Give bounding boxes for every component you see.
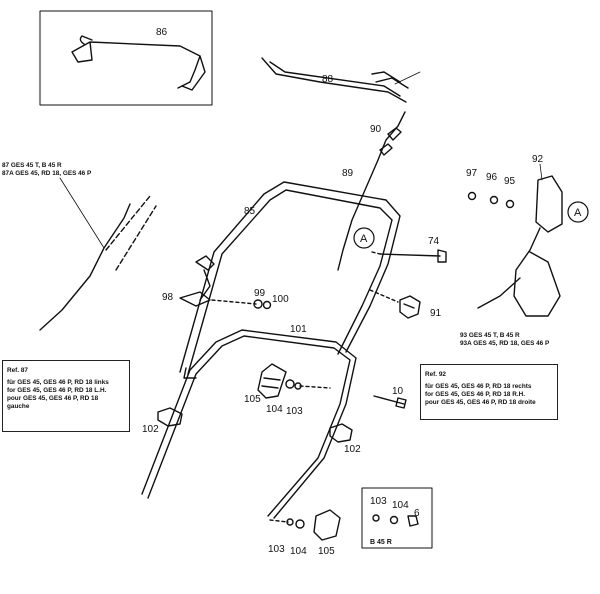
washer-104-lower <box>295 519 305 529</box>
switch-92 <box>535 175 563 233</box>
leader-92 <box>539 163 543 181</box>
dashed-line-103-middle <box>299 385 331 389</box>
ref-92-line-2: for GES 45, GES 46 P, RD 18 R.H. <box>425 391 526 398</box>
marker-a-right-circle <box>567 201 589 223</box>
label-92: 92 <box>532 154 544 165</box>
marker-a-left: A <box>360 233 368 245</box>
label-104-lower: 104 <box>290 546 307 557</box>
label-103-lower: 103 <box>268 544 285 555</box>
label-90: 90 <box>370 124 382 135</box>
inset-frame-86 <box>39 10 213 106</box>
clip-102-left <box>157 407 183 427</box>
washer-97 <box>467 191 477 201</box>
note-87: 87 GES 45 T, B 45 R 87A GES 45, RD 18, G… <box>2 162 122 178</box>
ref-87-title: Ref. 87 <box>7 367 28 374</box>
label-105-lower: 105 <box>318 546 335 557</box>
washer-103-inset <box>372 514 380 522</box>
washer-103-lower <box>286 518 294 526</box>
nut-6-inset <box>407 515 419 527</box>
dashed-line-lower <box>269 519 289 523</box>
label-103-inset: 103 <box>370 496 387 507</box>
ref-92-line-3: pour GES 45, GES 46 P, RD 18 droite <box>425 399 536 406</box>
part-88-bar <box>261 57 409 103</box>
label-96: 96 <box>486 172 498 183</box>
cable-90-connector <box>379 127 402 156</box>
part-86-hook <box>79 35 93 45</box>
washer-104-inset <box>389 515 399 525</box>
label-89: 89 <box>342 168 354 179</box>
note-93-line-2: 93A GES 45, RD 18, GES 46 P <box>460 340 550 347</box>
ref-87-line-2: for GES 45, GES 46 P, RD 18 L.H. <box>7 387 107 394</box>
label-99: 99 <box>254 288 266 299</box>
label-91: 91 <box>430 308 442 319</box>
note-93: 93 GES 45 T, B 45 R 93A GES 45, RD 18, G… <box>460 332 596 348</box>
label-98: 98 <box>162 292 174 303</box>
knob-105-middle <box>257 363 287 399</box>
label-105-middle: 105 <box>244 394 261 405</box>
handle-lower-101 <box>141 329 357 519</box>
label-86: 86 <box>156 27 168 38</box>
label-95: 95 <box>504 176 516 187</box>
label-102-left: 102 <box>142 424 159 435</box>
washer-99 <box>253 299 263 309</box>
washer-95 <box>505 199 515 209</box>
note-87-line-2: 87A GES 45, RD 18, GES 46 P <box>2 170 92 177</box>
ref-87-box: Ref. 87 für GES 45, GES 46 P, RD 18 link… <box>2 360 130 432</box>
ref-87-line-3: pour GES 45, GES 46 P, RD 18 <box>7 395 99 402</box>
label-104-middle: 104 <box>266 404 283 415</box>
ref-87-line-4: gauche <box>7 403 30 410</box>
inset-frame-b45r <box>361 487 433 549</box>
dashed-line-74 <box>371 251 381 255</box>
label-88: 88 <box>322 74 334 85</box>
part-98-lever <box>179 255 215 307</box>
note-93-line-1: 93 GES 45 T, B 45 R <box>460 332 520 339</box>
label-102-right: 102 <box>344 444 361 455</box>
label-74: 74 <box>428 236 440 247</box>
marker-a-left-circle <box>353 227 375 249</box>
dashed-line-91 <box>369 289 399 303</box>
ref-92-line-1: für GES 45, GES 46 P, RD 18 rechts <box>425 383 532 390</box>
label-104-inset: 104 <box>392 500 409 511</box>
knob-105-lower <box>313 509 341 541</box>
bolt-74 <box>379 249 447 263</box>
label-10: 10 <box>392 386 404 397</box>
ref-92-box: Ref. 92 für GES 45, GES 46 P, RD 18 rech… <box>420 364 558 420</box>
ref-87-line-1: für GES 45, GES 46 P, RD 18 links <box>7 379 109 386</box>
label-101: 101 <box>290 324 307 335</box>
label-85: 85 <box>244 206 256 217</box>
marker-a-right: A <box>574 207 582 219</box>
note-87-line-1: 87 GES 45 T, B 45 R <box>2 162 62 169</box>
part-91-bracket <box>399 295 421 319</box>
label-100: 100 <box>272 294 289 305</box>
cable-89-90 <box>337 111 406 271</box>
ref-92-title: Ref. 92 <box>425 371 446 378</box>
label-103-middle: 103 <box>286 406 303 417</box>
label-6: 6 <box>414 508 420 519</box>
dashed-line-98 <box>211 299 257 305</box>
washer-104-middle <box>285 379 295 389</box>
cable-87-dashed <box>105 195 157 271</box>
part-88-leader <box>394 71 421 85</box>
nut-100 <box>262 300 272 310</box>
cable-93 <box>477 227 561 317</box>
bolt-10 <box>373 395 407 409</box>
label-97: 97 <box>466 168 478 179</box>
clip-102-right <box>329 423 353 443</box>
part-86-bail-bar <box>71 41 206 91</box>
label-b45r: B 45 R <box>370 539 392 546</box>
handle-85-crossbar <box>183 367 197 379</box>
cable-87 <box>39 203 131 331</box>
cable-87-leader <box>59 177 105 249</box>
washer-96 <box>489 195 499 205</box>
